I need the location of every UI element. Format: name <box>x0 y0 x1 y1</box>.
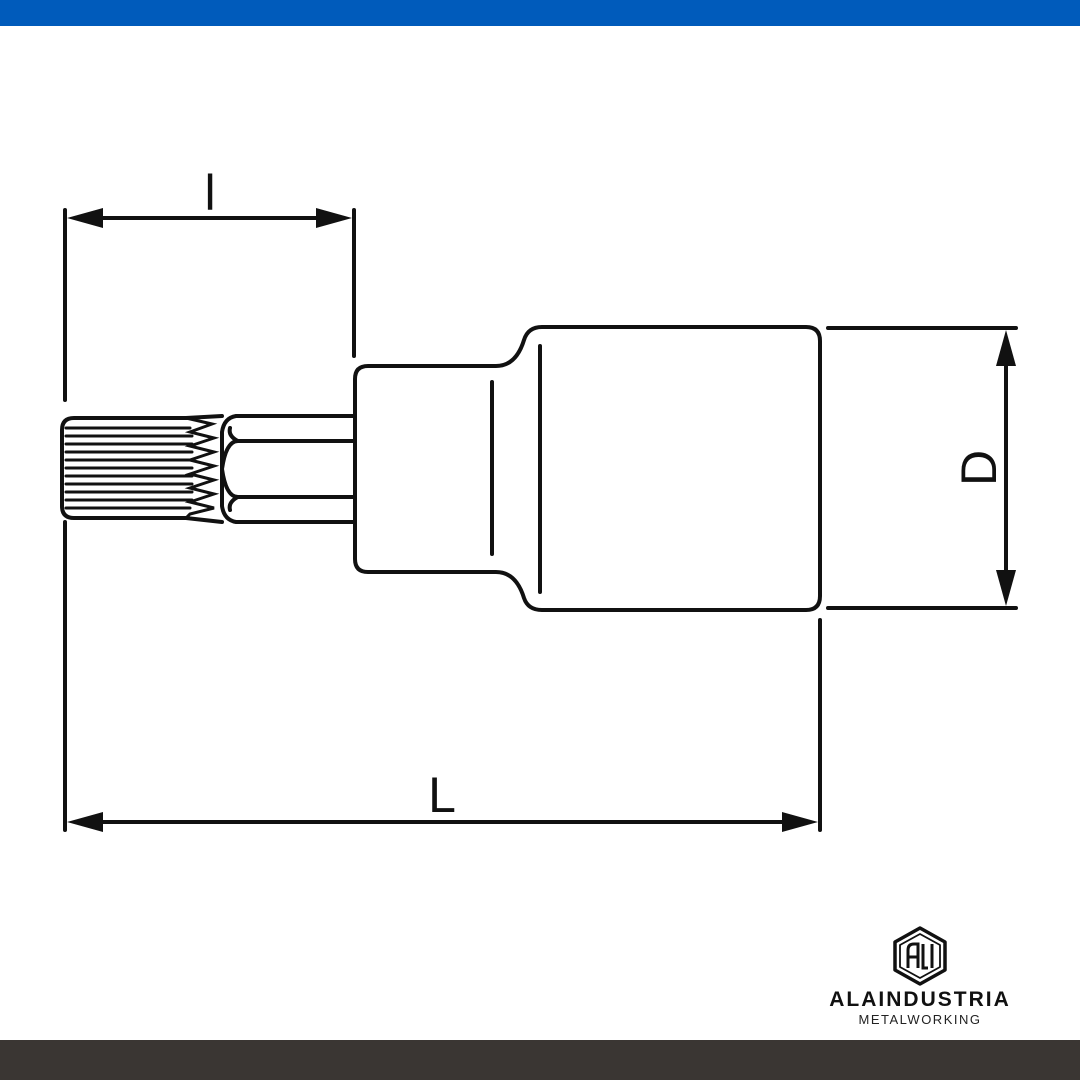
overall-length-label: L <box>428 767 456 823</box>
bottom-color-bar <box>0 1040 1080 1080</box>
hex-shank-flat-top <box>227 426 356 443</box>
top-color-bar <box>0 0 1080 26</box>
arrowhead-overall-length-right <box>782 812 818 832</box>
tip-length-label: l <box>204 165 215 221</box>
brand-logo: ALAINDUSTRIA METALWORKING <box>800 922 1040 1032</box>
ali-hexagon-logo-icon <box>893 926 947 986</box>
hex-shank-taper <box>220 439 240 499</box>
spline-tip-outline <box>60 416 188 520</box>
brand-name: ALAINDUSTRIA <box>829 988 1011 1011</box>
hex-shank-outline <box>220 414 356 524</box>
arrowhead-tip-length-left <box>67 208 103 228</box>
brand-tagline: METALWORKING <box>858 1012 982 1027</box>
arrowhead-overall-length-left <box>67 812 103 832</box>
arrowhead-diameter-top <box>996 330 1016 366</box>
spline-tip-taper <box>184 414 224 524</box>
socket-body-outline <box>353 325 822 612</box>
hex-shank-flat-bottom <box>227 495 356 512</box>
arrowhead-tip-length-right <box>316 208 352 228</box>
diameter-label: D <box>951 450 1007 486</box>
spline-teeth <box>184 416 220 520</box>
arrowhead-diameter-bottom <box>996 570 1016 606</box>
